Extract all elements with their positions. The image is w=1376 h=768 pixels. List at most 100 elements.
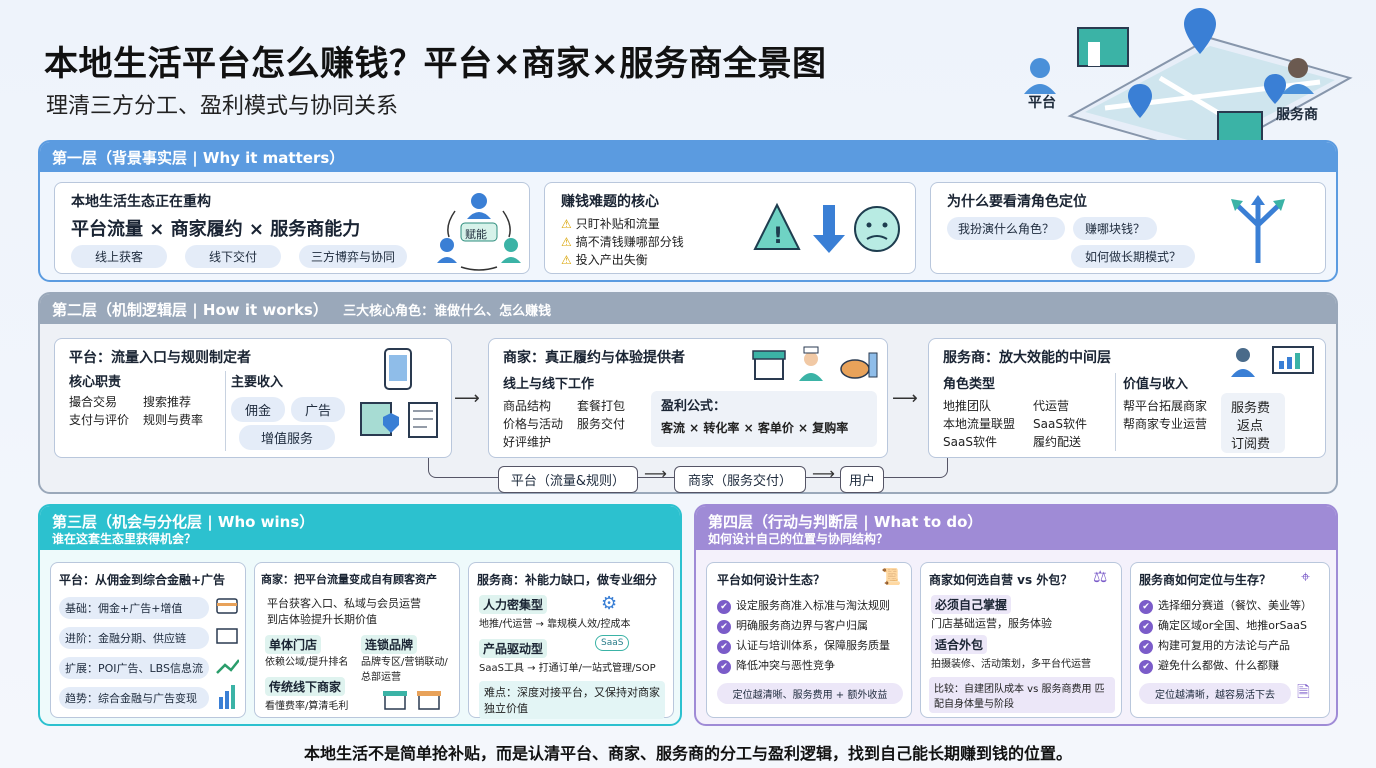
l2-card-merchant: 商家：真正履约与体验提供者 线上与线下工作 商品结构 价格与活动 好评维护 套餐… — [488, 338, 888, 458]
l4-c1-item-1: 设定服务商准入标准与淘汰规则 — [717, 597, 890, 614]
l2-p-title: 平台：流量入口与规则制定者 — [69, 350, 251, 366]
arrow-1: ⟶ — [454, 388, 480, 409]
l2-s-rev-1: 服务费 — [1231, 401, 1271, 416]
l2-s-value-2: 帮商家专业运营 — [1123, 417, 1208, 431]
l4-c2-title: 商家如何选自营 vs 外包？ — [929, 573, 1073, 587]
layer-2: 第二层（机制逻辑层 | How it works） 三大核心角色：谁做什么、怎么… — [38, 292, 1338, 494]
flow-arrow-1: ⟶ — [644, 464, 667, 483]
l1-c3-pill-3: 如何做长期模式？ — [1071, 245, 1195, 268]
l1-c3-title: 为什么要看清角色定位 — [947, 194, 1087, 210]
l1-c2-item-1: 只盯补贴和流量 — [561, 215, 660, 232]
l4-c3-item-1: 选择细分赛道（餐饮、美业等） — [1139, 597, 1312, 614]
l4-card-merchant: 商家如何选自营 vs 外包？ ⚖ 必须自己掌握 门店基础运营，服务体验 适合外包… — [920, 562, 1122, 718]
l3-c1-title: 平台：从佣金到综合金融+广告 — [59, 573, 226, 587]
flow-merchant: 商家（服务交付） — [674, 466, 806, 493]
store-icons — [383, 691, 441, 710]
l2-s-type-1: 地推团队 — [943, 399, 992, 413]
l2-card-platform: 平台：流量入口与规则制定者 核心职责 撮合交易 支付与评价 搜索推荐 规则与费率… — [54, 338, 452, 458]
document-icon: 🗎 — [1297, 682, 1310, 701]
l3-c3-b2-head: 产品驱动型 — [479, 639, 548, 658]
l1-c2-item-2: 搞不清钱赚哪部分钱 — [561, 233, 684, 250]
layer-3-title: 第三层（机会与分化层 | Who wins） — [52, 513, 315, 531]
page-title: 本地生活平台怎么赚钱？平台×商家×服务商全景图 — [44, 44, 827, 84]
l2-m-work-4: 套餐打包 — [577, 399, 626, 413]
l2-p-duties-head: 核心职责 — [69, 375, 122, 390]
l2-p-rev-1: 佣金 — [231, 397, 285, 422]
layer-3: 第三层（机会与分化层 | Who wins） 谁在这套生态里获得机会？ 平台：从… — [38, 504, 682, 726]
l2-s-value-1: 帮平台拓展商家 — [1123, 399, 1208, 413]
l3-c2-b3-desc: 看懂费率/算清毛利 — [265, 701, 349, 712]
l2-m-work-1: 商品结构 — [503, 399, 552, 413]
l3-card-merchant: 商家：把平台流量变成自有顾客资产 平台获客入口、私域与会员运营 到店体验提升长期… — [254, 562, 460, 718]
l3-c2-b3-head: 传统线下商家 — [265, 677, 346, 696]
footer-summary: 本地生活不是简单抢补贴，而是认清平台、商家、服务商的分工与盈利逻辑，找到自己能长… — [303, 744, 1072, 763]
l1-c1-title: 本地生活生态正在重构 — [71, 194, 211, 210]
flow-platform: 平台（流量&规则） — [498, 466, 638, 493]
l3-c2-b2-desc: 品牌专区/营销联动/总部运营 — [361, 657, 448, 683]
l4-c1-item-3: 认证与培训体系，保障服务质量 — [717, 637, 890, 654]
svg-text:!: ! — [773, 224, 783, 249]
l3-c2-title: 商家：把平台流量变成自有顾客资产 — [261, 573, 437, 586]
l2-s-type-2: 本地流量联盟 — [943, 417, 1016, 431]
layer-2-header: 第二层（机制逻辑层 | How it works） 三大核心角色：谁做什么、怎么… — [40, 294, 1336, 324]
scale-icon: ⚖ — [1093, 567, 1108, 586]
phone-map-illustration — [1024, 8, 1353, 158]
hero-platform-label: 平台 — [1028, 95, 1056, 111]
l3-card-platform: 平台：从佣金到综合金融+广告 基础：佣金+广告+增值 进阶：金融分期、供应链 扩… — [50, 562, 246, 718]
l4-c3-item-2: 确定区域or全国、地推orSaaS — [1139, 617, 1307, 634]
l1-c1-center: 赋能 — [465, 228, 487, 241]
layer-2-title: 第二层（机制逻辑层 | How it works） — [52, 301, 328, 319]
hero-illustration: 平台 服务商 — [1010, 8, 1370, 158]
l3-c2-desc-1: 平台获客入口、私域与会员运营 — [267, 597, 421, 610]
l2-s-types-head: 角色类型 — [943, 377, 996, 392]
l2-m-work-2: 价格与活动 — [503, 417, 564, 431]
l4-c3-title: 服务商如何定位与生存？ — [1139, 573, 1272, 587]
l3-card-provider: 服务商：补能力缺口，做专业细分 人力密集型 地推/代运营 → 靠规模人效/控成本… — [468, 562, 674, 719]
arrow-2: ⟶ — [892, 388, 918, 409]
phone-doc-shield-icon — [360, 348, 438, 438]
l3-c2-b1-head: 单体门店 — [265, 635, 322, 654]
l4-c3-item-3: 构建可复用的方法论与产品 — [1139, 637, 1290, 654]
layer-1: 第一层（背景事实层 | Why it matters） 本地生活生态正在重构 平… — [38, 140, 1338, 282]
l1-c1-pill-3: 三方博弈与协同 — [299, 245, 407, 268]
l4-c2-d1: 门店基础运营，服务体验 — [931, 617, 1052, 630]
l4-card-provider: 服务商如何定位与生存？ ⌖ 选择细分赛道（餐饮、美业等） 确定区域or全国、地推… — [1130, 562, 1330, 718]
l2-p-duty-1: 撮合交易 — [69, 395, 118, 409]
l4-c2-h1: 必须自己掌握 — [931, 595, 1012, 614]
l2-s-rev-3: 订阅费 — [1231, 437, 1271, 452]
l2-p-duty-4: 规则与费率 — [143, 413, 204, 427]
l3-c1-row-4: 趋势：综合金融与广告变现 — [59, 687, 209, 709]
layer-3-header: 第三层（机会与分化层 | Who wins） 谁在这套生态里获得机会？ — [40, 506, 680, 550]
l1-c2-item-3: 投入产出失衡 — [561, 251, 648, 268]
l4-c2-h2: 适合外包 — [931, 635, 988, 654]
layer-4-subtitle: 如何设计自己的位置与协同结构？ — [708, 532, 889, 546]
person-monitor-icon — [1231, 346, 1314, 377]
l2-p-rev-3: 增值服务 — [239, 425, 335, 450]
layer-4: 第四层（行动与判断层 | What to do） 如何设计自己的位置与协同结构？… — [694, 504, 1338, 726]
page-subtitle: 理清三方分工、盈利模式与协同关系 — [46, 94, 399, 119]
l2-s-type-4: 代运营 — [1033, 399, 1070, 413]
l1-card-ecosystem: 本地生活生态正在重构 平台流量 × 商家履约 × 服务商能力 线上获客 线下交付… — [54, 182, 530, 274]
l4-c1-title: 平台如何设计生态？ — [717, 573, 826, 587]
l3-c2-desc-2: 到店体验提升长期价值 — [267, 613, 377, 626]
l1-c1-pill-2: 线下交付 — [185, 245, 281, 268]
l1-c3-pill-1: 我扮演什么角色？ — [947, 217, 1065, 240]
l2-p-duty-3: 搜索推荐 — [143, 395, 192, 409]
l3-c3-note: 难点：深度对接平台，又保持对商家独立价值 — [479, 681, 665, 719]
l2-s-rev-2: 返点 — [1237, 419, 1264, 434]
l2-m-work-3: 好评维护 — [503, 435, 552, 449]
fork-arrows-icon — [1231, 195, 1285, 263]
layer-3-subtitle: 谁在这套生态里获得机会？ — [52, 532, 197, 546]
l4-c3-item-4: 避免什么都做、什么都赚 — [1139, 657, 1279, 674]
l3-c3-title: 服务商：补能力缺口，做专业细分 — [477, 573, 658, 587]
l3-c1-row-3: 扩展：POI广告、LBS信息流 — [59, 657, 209, 679]
l2-p-duty-2: 支付与评价 — [69, 413, 130, 427]
warning-down-sad-icons: ! — [753, 202, 900, 253]
l2-s-title: 服务商：放大效能的中间层 — [943, 350, 1111, 366]
l2-s-value-head: 价值与收入 — [1123, 377, 1189, 392]
location-pin-icon: ⌖ — [1301, 567, 1311, 586]
l1-c1-pill-1: 线上获客 — [71, 245, 167, 268]
l2-m-work-head: 线上与线下工作 — [503, 377, 595, 392]
l2-s-type-5: SaaS软件 — [1033, 417, 1087, 431]
l4-c2-d2: 拍摄装修、活动策划，多平台代运营 — [931, 659, 1091, 670]
